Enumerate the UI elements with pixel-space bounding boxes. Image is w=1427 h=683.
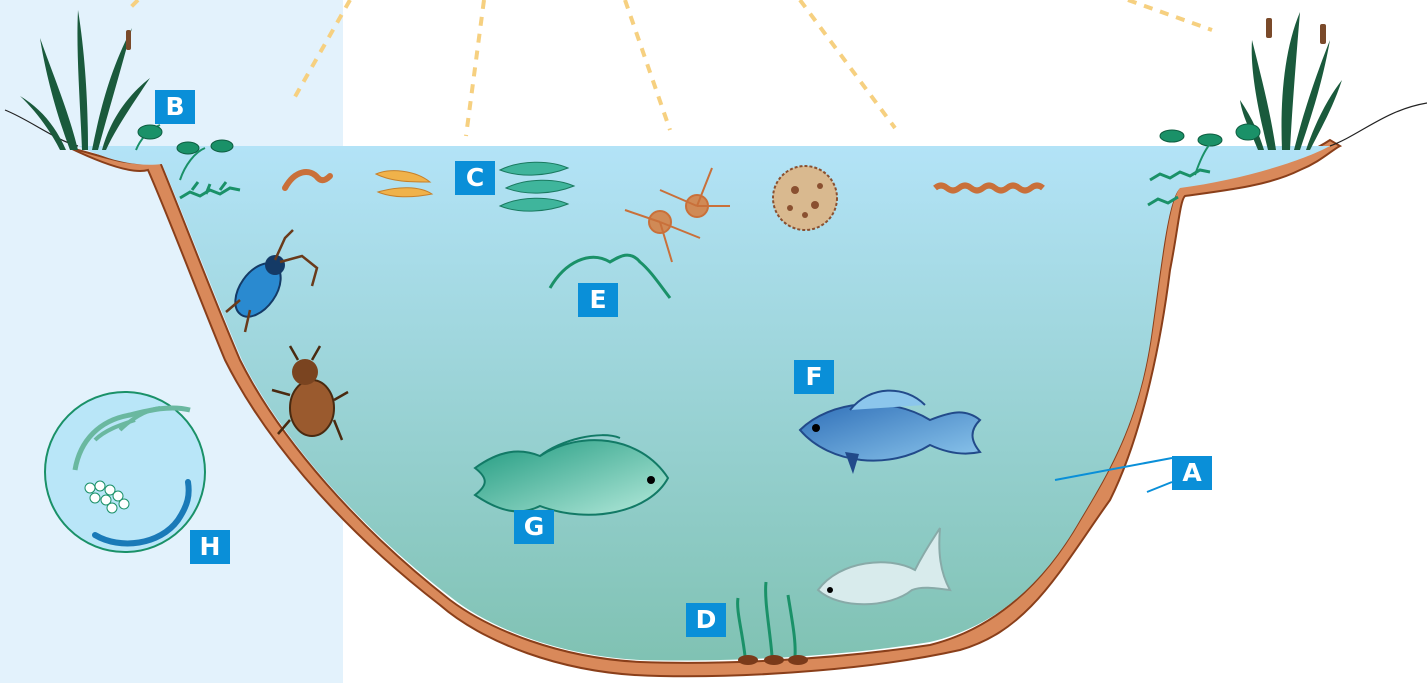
label-g: G (514, 510, 554, 544)
label-h: H (190, 530, 230, 564)
diatom-icon (500, 162, 574, 211)
ground-line-right (1330, 103, 1427, 146)
label-e: E (578, 283, 618, 317)
stalk-base (738, 655, 808, 665)
label-d: D (686, 603, 726, 637)
microscope-view-icon (45, 392, 205, 552)
label-b: B (155, 90, 195, 124)
pollen-grain-icon (773, 166, 837, 230)
label-f: F (794, 360, 834, 394)
label-a: A (1172, 456, 1212, 490)
label-c: C (455, 161, 495, 195)
